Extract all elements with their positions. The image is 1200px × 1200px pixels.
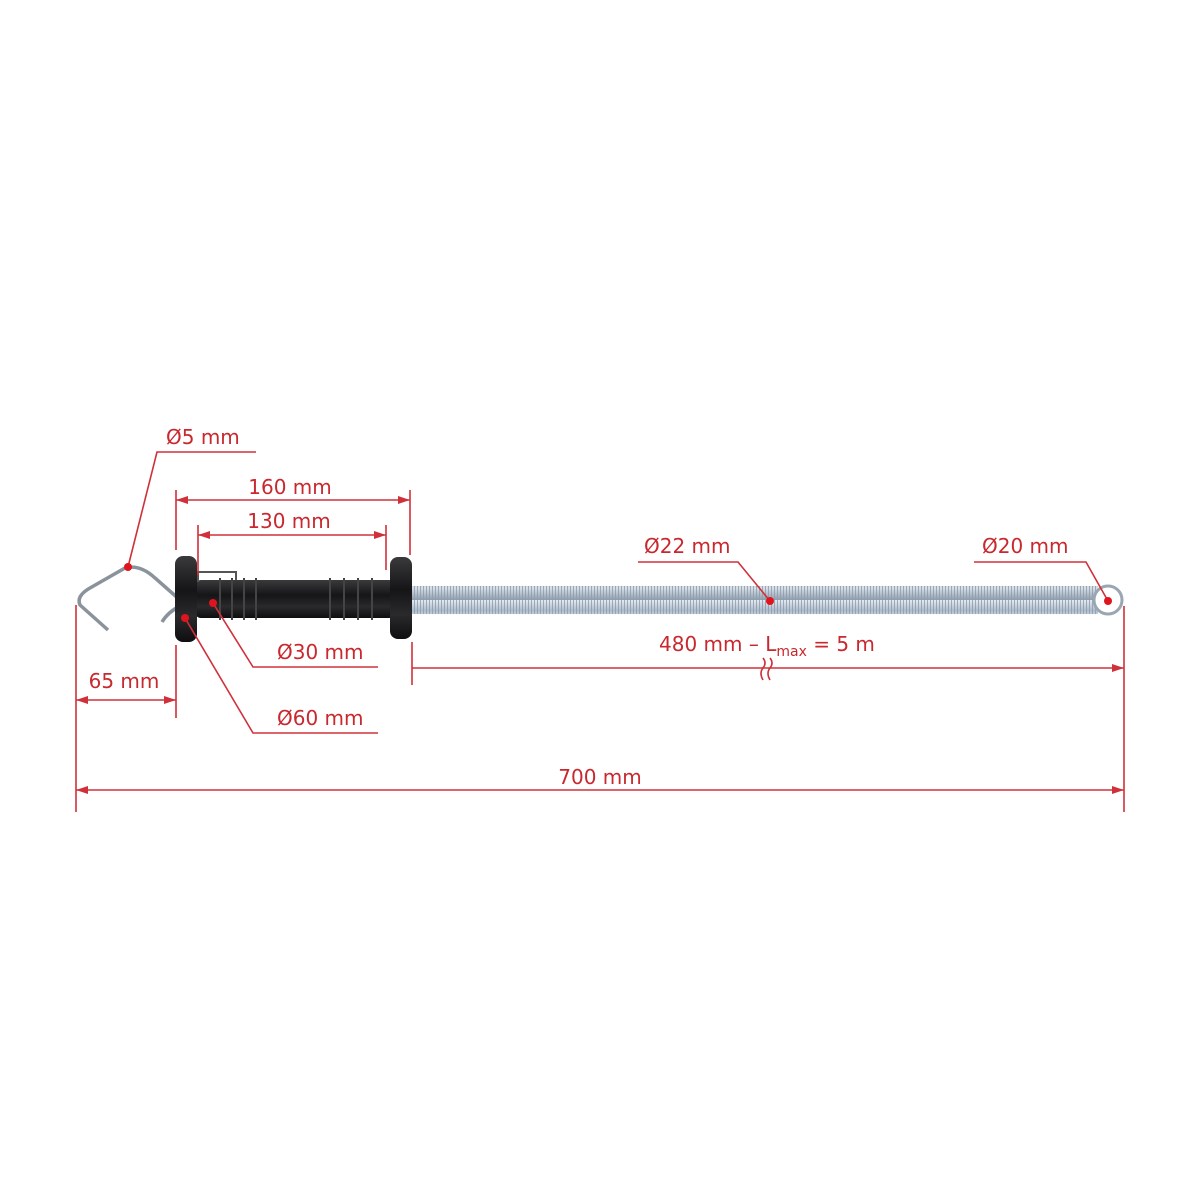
label-total-length: 700 mm (558, 765, 642, 789)
leader-flange (181, 614, 378, 734)
label-grip-diameter: Ø30 mm (277, 640, 364, 664)
label-eye-diameter: Ø20 mm (982, 534, 1069, 558)
leader-eye (974, 561, 1112, 605)
label-hook-wire-diameter: Ø5 mm (166, 425, 240, 449)
extension-lines (75, 490, 1125, 812)
handle (175, 556, 412, 642)
spring (410, 586, 1098, 614)
hook-wire (77, 565, 182, 632)
label-spring-length: 480 mm – Lmax = 5 m (659, 632, 875, 660)
label-hook-offset: 65 mm (89, 669, 160, 693)
label-handle-length: 160 mm (248, 475, 332, 499)
spring-length-rest: = 5 m (807, 632, 875, 656)
spring-length-sub: max (776, 644, 807, 660)
label-grip-length: 130 mm (247, 509, 331, 533)
label-flange-diameter: Ø60 mm (277, 706, 364, 730)
break-mark (760, 657, 773, 681)
label-spring-diameter: Ø22 mm (644, 534, 731, 558)
leader-grip (209, 599, 378, 668)
leader-spring (638, 561, 774, 605)
leader-hook-wire (124, 451, 256, 571)
spring-length-main: 480 mm – L (659, 632, 777, 656)
